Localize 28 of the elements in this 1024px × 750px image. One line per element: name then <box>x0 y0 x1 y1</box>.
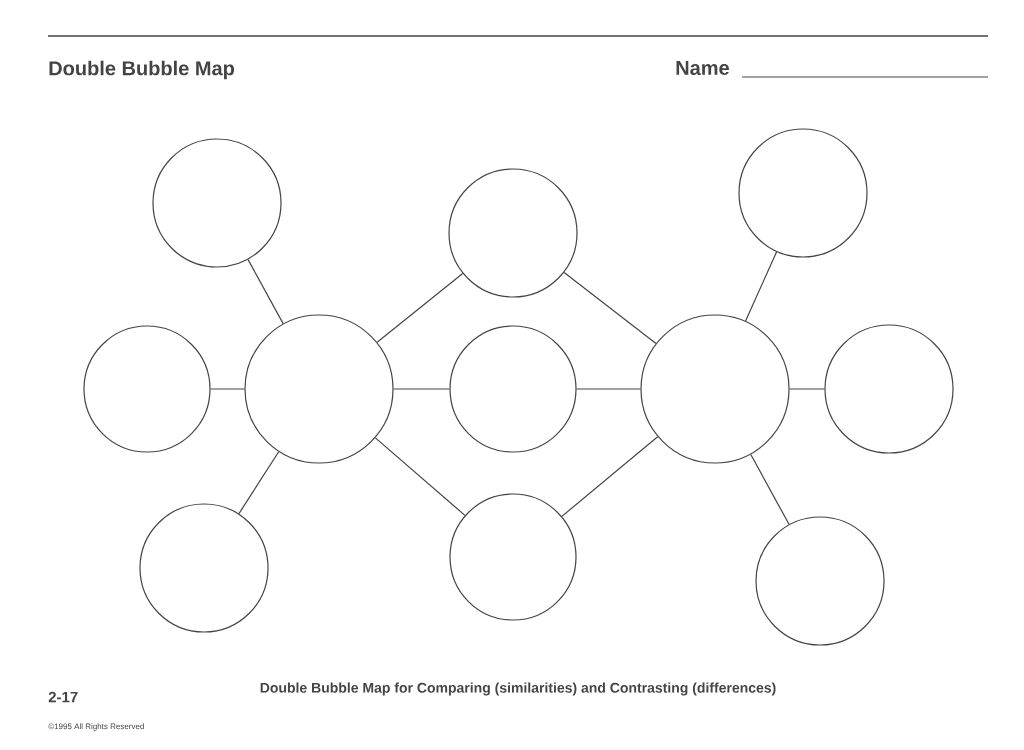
bubble <box>449 325 577 453</box>
connector <box>750 453 790 525</box>
connector <box>563 271 657 344</box>
bubble <box>139 503 269 633</box>
copyright-note: ©1995 All Rights Reserved <box>48 723 144 731</box>
connector <box>247 259 284 325</box>
connector <box>210 388 245 390</box>
connector <box>789 388 825 390</box>
name-label: Name <box>676 61 729 75</box>
bubble <box>244 314 394 464</box>
bubble <box>152 138 282 268</box>
connector <box>744 251 778 322</box>
bubble <box>83 325 211 453</box>
connector <box>374 437 466 516</box>
connector <box>576 388 641 390</box>
bubble <box>824 324 954 454</box>
connector <box>238 451 280 515</box>
connector <box>561 436 659 517</box>
bubble <box>449 493 577 621</box>
bubble <box>640 314 790 464</box>
bubble <box>448 168 578 298</box>
title: Double Bubble Map <box>49 60 235 80</box>
connector <box>393 388 450 390</box>
connector <box>376 272 464 343</box>
bubble <box>738 128 868 258</box>
bubble <box>755 516 885 646</box>
page-number: 2-17 <box>48 691 78 703</box>
caption: Double Bubble Map for Comparing (similarities) and Contrasting (differences) <box>260 682 776 696</box>
